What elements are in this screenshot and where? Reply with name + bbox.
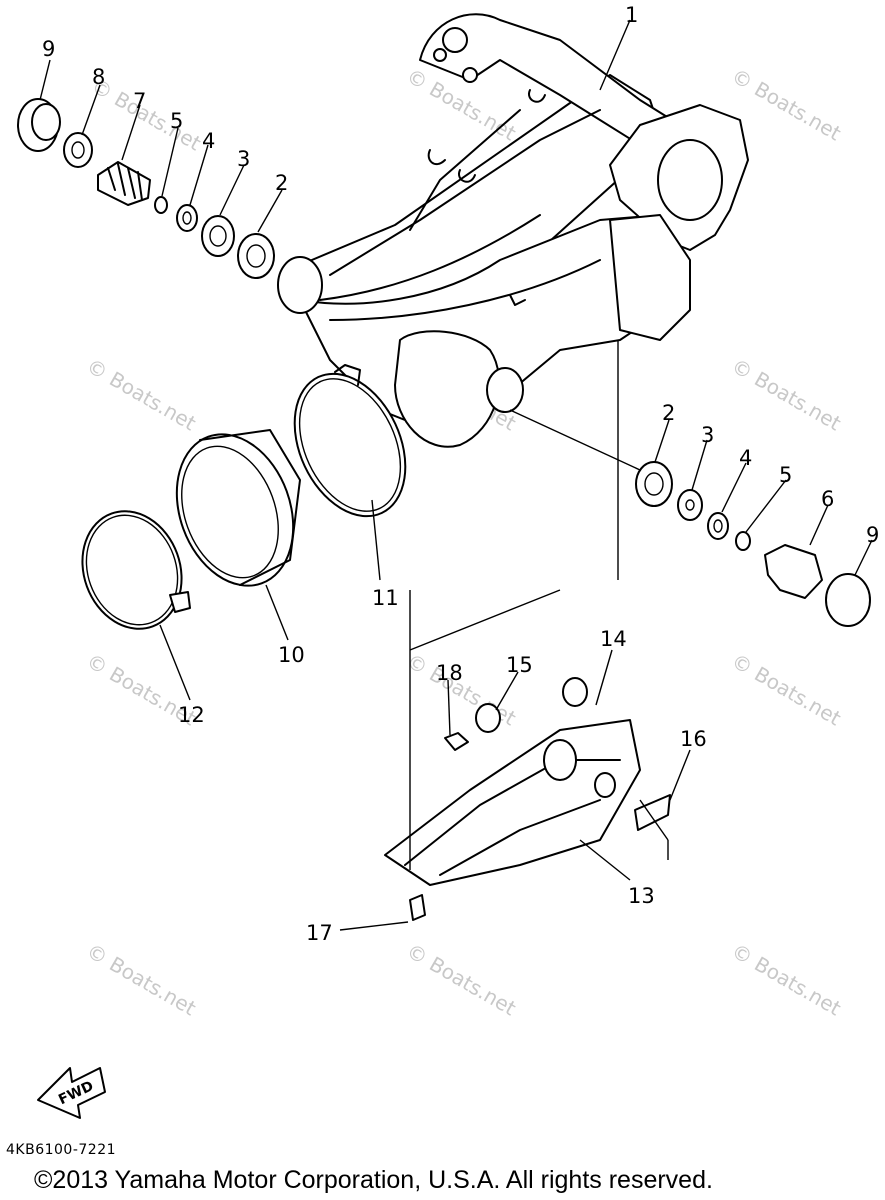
callout-2-left: 2 [275,171,288,195]
callout-5-right: 5 [779,463,792,487]
callout-12: 12 [178,703,205,727]
callouts: 1 9 8 7 5 4 3 2 2 3 4 5 6 9 11 10 12 14 … [42,3,879,945]
callout-16: 16 [680,727,707,751]
callout-5-left: 5 [170,109,183,133]
clamp-12 [81,510,191,630]
watermark: © Boats.net [83,354,201,436]
callout-7: 7 [133,89,146,113]
callout-8: 8 [92,65,105,89]
callout-3-left: 3 [237,147,250,171]
boot-10 [175,429,301,587]
swing-arm [277,13,749,448]
watermark: © Boats.net [728,354,846,436]
watermark: © Boats.net [728,649,846,731]
right-bearing-stack [509,409,871,627]
callout-4-right: 4 [739,446,752,470]
callout-3-right: 3 [701,423,714,447]
callout-2-right: 2 [662,401,675,425]
callout-9-right: 9 [866,523,879,547]
callout-11: 11 [372,586,399,610]
copyright-notice: ©2013 Yamaha Motor Corporation, U.S.A. A… [34,1166,713,1194]
callout-15: 15 [506,653,533,677]
guard-assembly [384,340,671,921]
watermark: © Boats.net [728,64,846,146]
callout-18: 18 [436,661,463,685]
callout-17: 17 [306,921,333,945]
left-bearing-stack [17,98,275,279]
callout-6: 6 [821,487,834,511]
fwd-arrow-icon: FWD [37,1067,106,1119]
watermark: © Boats.net [728,939,846,1021]
callout-9-left: 9 [42,37,55,61]
callout-10: 10 [278,643,305,667]
callout-4-left: 4 [202,129,215,153]
leader-lines [39,19,873,931]
watermark: © Boats.net [403,939,521,1021]
callout-14: 14 [600,627,627,651]
diagram-code: 4KB6100-7221 [6,1142,117,1158]
callout-13: 13 [628,884,655,908]
watermark: © Boats.net [83,939,201,1021]
clamp-band-11 [293,364,407,518]
callout-1: 1 [625,3,638,27]
